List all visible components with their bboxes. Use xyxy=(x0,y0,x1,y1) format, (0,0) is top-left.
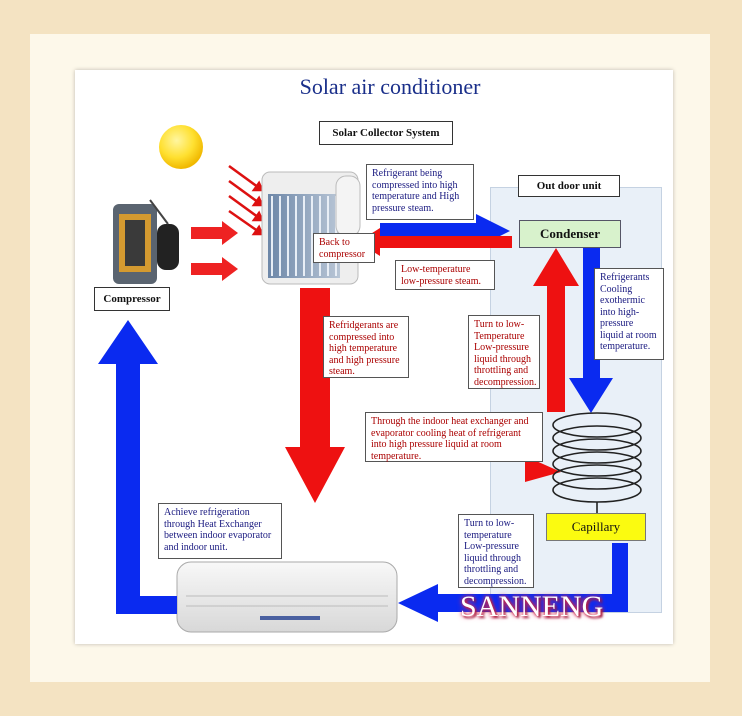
note-turn-low-temp-1: Turn to low-Temperature Low-pressure liq… xyxy=(468,315,540,389)
note-back-to-compressor: Back to compressor xyxy=(313,233,375,263)
condenser-label: Condenser xyxy=(519,220,621,248)
note-indoor-heat-exchanger: Through the indoor heat exchanger and ev… xyxy=(365,412,543,462)
brand-watermark: SANNENG xyxy=(460,590,604,623)
sun-icon xyxy=(159,125,203,169)
coil-icon xyxy=(552,412,642,514)
arrow-indoor-to-compressor xyxy=(98,320,177,614)
arrow-down-to-coil xyxy=(569,248,613,413)
note-refridgerants-compressed: Refridgerants are compressed into high t… xyxy=(323,316,409,378)
note-refrigerant-compressed: Refrigerant being compressed into high t… xyxy=(366,164,474,220)
compressor-to-collector-arrows xyxy=(191,221,238,281)
indoor-ac-unit-icon xyxy=(176,561,398,633)
note-low-temp-steam: Low-temperature low-pressure steam. xyxy=(395,260,495,290)
capillary-label: Capillary xyxy=(546,513,646,541)
outdoor-unit-label: Out door unit xyxy=(518,175,620,197)
note-turn-low-temp-2: Turn to low-temperature Low-pressure liq… xyxy=(458,514,534,588)
arrow-back-to-compressor xyxy=(358,228,512,256)
note-refrigerants-cooling: Refrigerants Cooling exothermic into hig… xyxy=(594,268,664,360)
diagram-title: Solar air conditioner xyxy=(299,74,481,99)
solar-collector-icon xyxy=(261,171,361,285)
arrow-capillary-to-indoor xyxy=(398,543,628,622)
solar-collector-label: Solar Collector System xyxy=(319,121,453,145)
compressor-label: Compressor xyxy=(94,287,170,311)
note-achieve-refrigeration: Achieve refrigeration through Heat Excha… xyxy=(158,503,282,559)
sun-rays xyxy=(228,164,264,236)
compressor-icon xyxy=(113,199,179,284)
arrow-up-to-condenser xyxy=(533,248,579,412)
arrow-indoor-to-compressor-base xyxy=(116,596,177,614)
